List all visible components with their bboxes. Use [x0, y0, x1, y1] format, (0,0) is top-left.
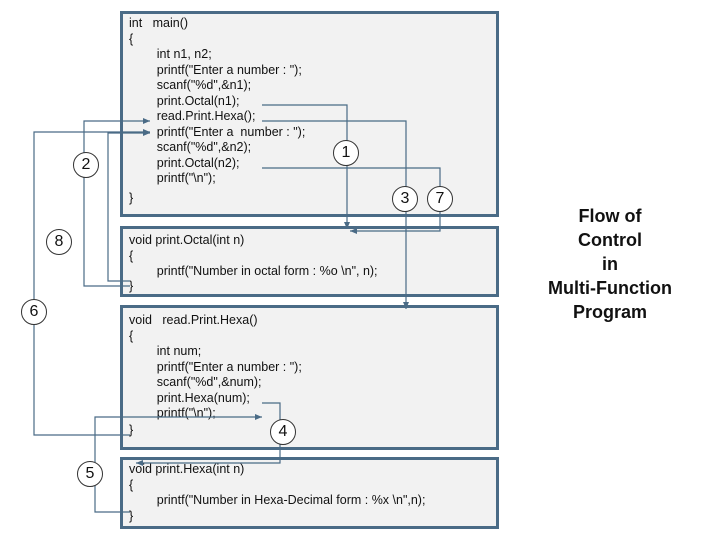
code-line: int n1, n2;	[129, 47, 212, 61]
print-hexa-function-box: void print.Hexa(int n){ printf("Number i…	[120, 457, 499, 529]
code-line: printf("Enter a number : ");	[129, 124, 306, 139]
flow-arrow-6	[33, 129, 150, 436]
main-function-box: int main(){ int n1, n2; printf("Enter a …	[120, 11, 499, 217]
code-line: scanf("%d",&num);	[129, 375, 262, 389]
step-marker-1: 1	[333, 140, 359, 166]
diagram-title: Flow of Control in Multi-Function Progra…	[540, 204, 680, 324]
code-line: read.Print.Hexa();	[129, 109, 256, 123]
code-line: {	[129, 328, 134, 343]
code-line: print.Hexa(num);	[129, 390, 250, 405]
step-marker-3: 3	[392, 186, 418, 212]
code-line: printf("Enter a number : ");	[129, 62, 302, 77]
step-marker-4: 4	[270, 419, 296, 445]
code-line: }	[129, 190, 134, 205]
code-line: scanf("%d",&n2);	[129, 140, 252, 154]
code-line: }	[129, 508, 134, 523]
code-line: printf("Number in octal form : %o \n", n…	[129, 264, 378, 278]
code-line: scanf("%d",&n1);	[129, 78, 252, 92]
step-marker-2: 2	[73, 152, 99, 178]
step-marker-6: 6	[21, 299, 47, 325]
code-line: {	[129, 248, 134, 263]
flow-arrow-3	[262, 120, 409, 309]
code-line: void read.Print.Hexa()	[129, 313, 258, 327]
step-marker-8: 8	[46, 229, 72, 255]
code-line: printf("\n");	[129, 171, 216, 185]
flow-arrow-2	[107, 130, 150, 282]
code-line: }	[129, 278, 134, 293]
code-line: {	[129, 31, 134, 46]
step-marker-7: 7	[427, 186, 453, 212]
print-octal-function-code: void print.Octal(int n){ printf("Number …	[129, 233, 378, 294]
code-line: printf("Number in Hexa-Decimal form : %x…	[129, 493, 426, 507]
read-print-hexa-function-box: void read.Print.Hexa(){ int num; printf(…	[120, 305, 499, 450]
title-line: in	[602, 254, 618, 274]
flow-arrow-4	[136, 402, 281, 466]
print-octal-function-box: void print.Octal(int n){ printf("Number …	[120, 226, 499, 297]
code-line: int main()	[129, 16, 189, 30]
step-marker-5: 5	[77, 461, 103, 487]
code-line: void print.Hexa(int n)	[129, 462, 245, 476]
code-line: {	[129, 477, 134, 492]
code-line: }	[129, 422, 134, 437]
code-line: print.Octal(n2);	[129, 155, 240, 170]
flow-arrow-1	[262, 104, 350, 229]
flow-arrow-8	[83, 118, 150, 287]
code-line: void print.Octal(int n)	[129, 233, 245, 247]
title-line: Program	[572, 302, 648, 322]
code-line: print.Octal(n1);	[129, 93, 240, 108]
flow-arrow-5	[94, 414, 262, 513]
read-print-hexa-function-code: void read.Print.Hexa(){ int num; printf(…	[129, 313, 302, 438]
title-line: Control	[578, 230, 642, 250]
code-line: printf("Enter a number : ");	[129, 359, 302, 374]
title-line: Flow of	[578, 206, 642, 226]
print-hexa-function-code: void print.Hexa(int n){ printf("Number i…	[129, 462, 425, 524]
main-function-code: int main(){ int n1, n2; printf("Enter a …	[129, 16, 305, 206]
title-line: Multi-Function	[548, 278, 672, 298]
code-line: int num;	[129, 344, 202, 358]
